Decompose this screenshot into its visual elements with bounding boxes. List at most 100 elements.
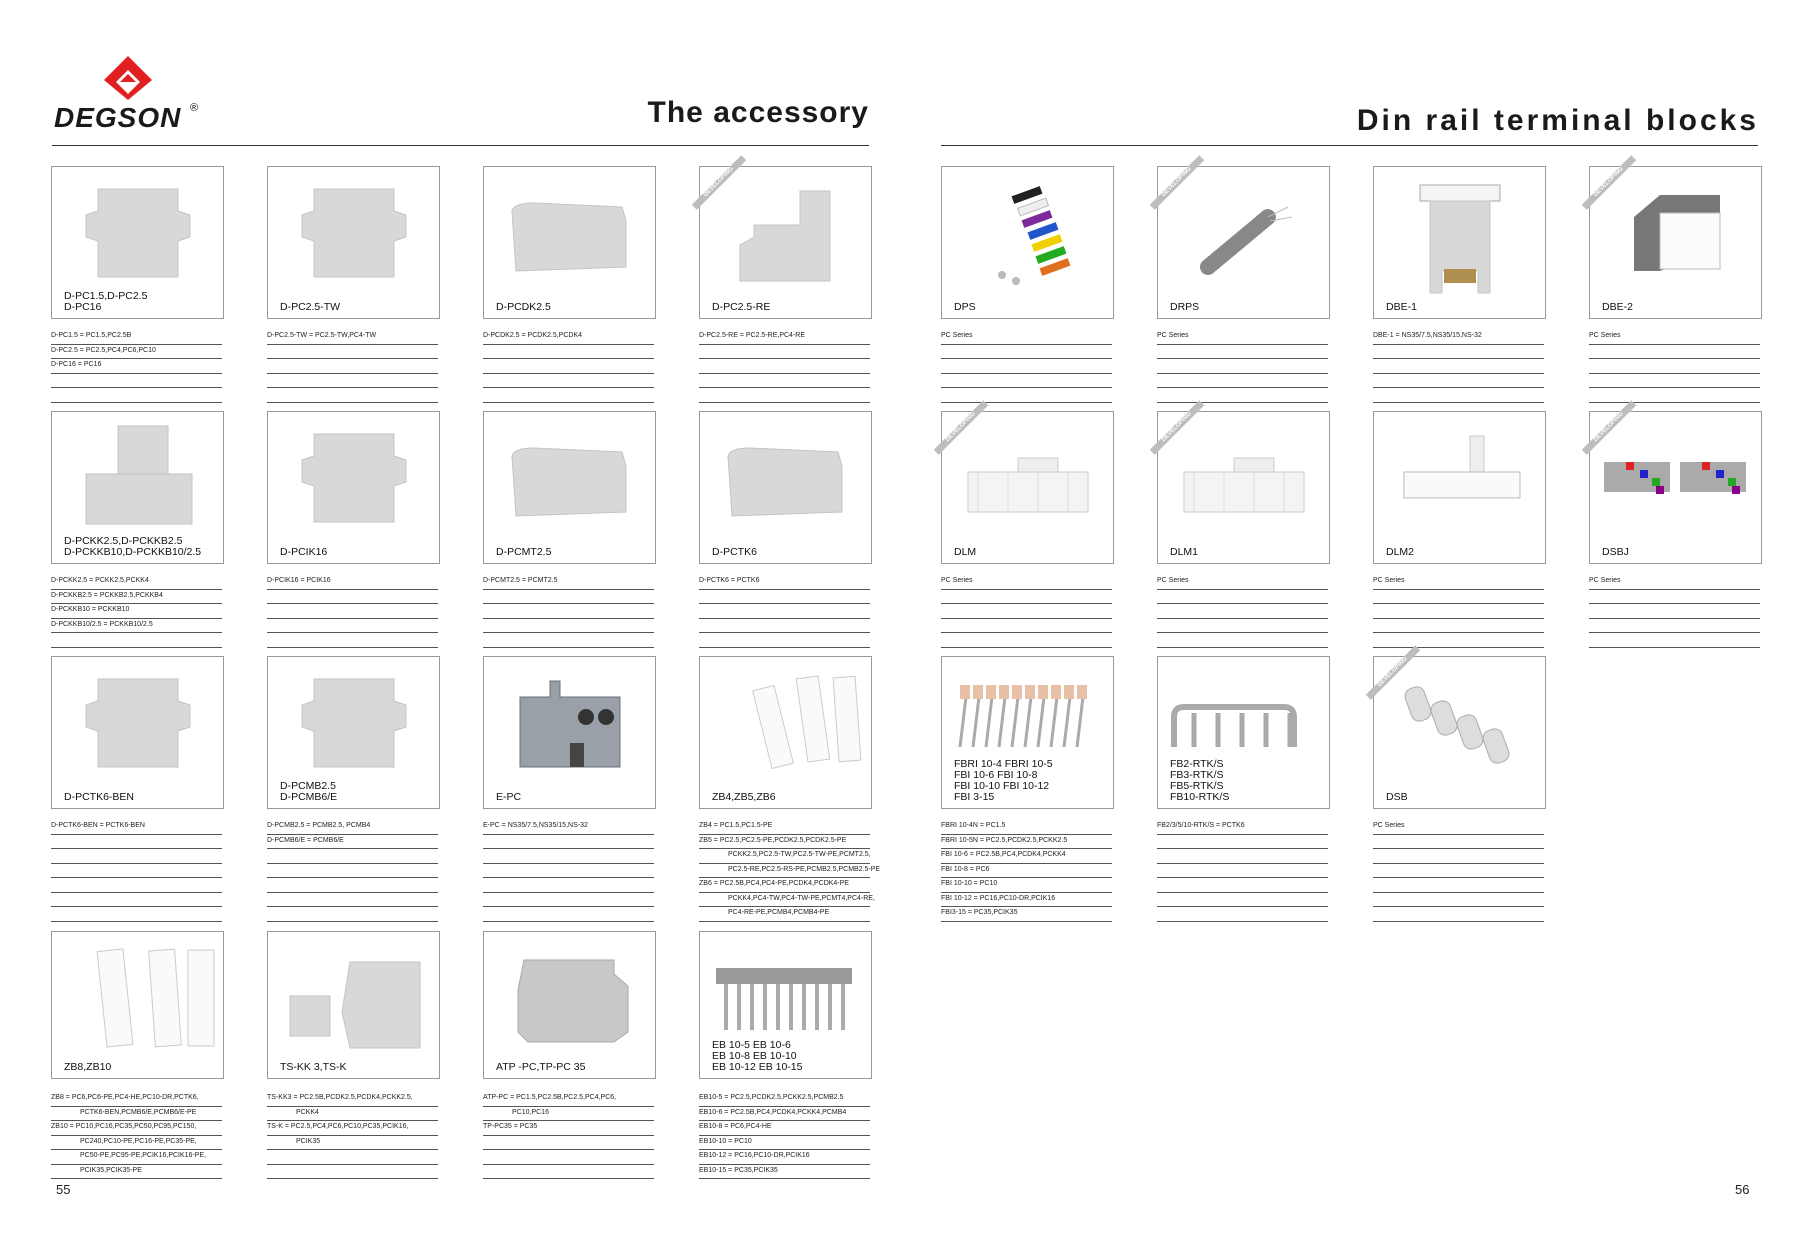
compatibility-line (267, 1165, 438, 1179)
product-card-zb4-zb5-zb6: ZB4,ZB5,ZB6 (699, 656, 872, 809)
product-card-fbri-fbi: FBRI 10-4 FBRI 10-5 FBI 10-6 FBI 10-8 FB… (941, 656, 1114, 809)
compatibility-line (941, 633, 1112, 648)
product-card-e-pc: E-PC (483, 656, 656, 809)
product-label: E-PC (496, 791, 522, 803)
compatibility-line: D-PC2.5-RE = PC2.5-RE,PC4-RE (699, 330, 870, 345)
compatibility-line (267, 345, 438, 359)
compatibility-line (483, 1150, 654, 1165)
product-card-d-pckk2-5: D-PCKK2.5,D-PCKKB2.5 D-PCKKB10,D-PCKKB10… (51, 411, 224, 564)
compatibility-list: PC Series (1157, 575, 1328, 648)
compatibility-line: PC50-PE,PC95-PE,PCIK16,PCIK16-PE, (51, 1150, 222, 1165)
product-image (1404, 686, 1510, 764)
compatibility-line: ATP-PC = PC1.5,PC2.5B,PC2.5,PC4,PC6, (483, 1092, 654, 1107)
product-card-atp-pc: ATP -PC,TP-PC 35 (483, 931, 656, 1079)
compatibility-line (483, 878, 654, 893)
compatibility-list: D-PCIK16 = PCIK16 (267, 575, 438, 648)
compatibility-list: ATP-PC = PC1.5,PC2.5B,PC2.5,PC4,PC6,PC10… (483, 1092, 654, 1179)
compatibility-list: PC Series (1373, 820, 1544, 922)
product-image (301, 433, 407, 523)
product-image (511, 447, 627, 517)
compatibility-line (267, 864, 438, 878)
compatibility-line (699, 359, 870, 374)
product-label: D-PCMB2.5 D-PCMB6/E (280, 780, 338, 803)
compatibility-line: PC Series (941, 330, 1112, 345)
registered-mark: ® (190, 102, 199, 114)
compatibility-line (51, 374, 222, 388)
product-image (1419, 184, 1501, 294)
compatibility-line: PC Series (941, 575, 1112, 590)
compatibility-line: ZB5 = PC2.5,PC2.5-PE,PCDK2.5,PCDK2.5-PE (699, 835, 870, 849)
compatibility-line: PC Series (1589, 575, 1760, 590)
compatibility-line: D-PCIK16 = PCIK16 (267, 575, 438, 590)
compatibility-line: D-PCMT2.5 = PCMT2.5 (483, 575, 654, 590)
compatibility-line (483, 907, 654, 922)
compatibility-line (1157, 849, 1328, 864)
compatibility-line (267, 633, 438, 648)
compatibility-line: D-PCDK2.5 = PCDK2.5,PCDK4 (483, 330, 654, 345)
compatibility-list: TS-KK3 = PC2.5B,PCDK2.5,PCDK4,PCKK2.5,PC… (267, 1092, 438, 1179)
compatibility-line (483, 388, 654, 403)
compatibility-line (1373, 388, 1544, 403)
compatibility-line: FB2/3/5/10-RTK/S = PCTK6 (1157, 820, 1328, 835)
compatibility-line (1373, 864, 1544, 878)
compatibility-line (1589, 633, 1760, 648)
product-label: DBE-1 (1386, 301, 1417, 313)
compatibility-line (267, 374, 438, 388)
compatibility-line: D-PCTK6-BEN = PCTK6-BEN (51, 820, 222, 835)
compatibility-line (1373, 878, 1544, 893)
product-label: D-PCIK16 (280, 546, 328, 558)
compatibility-line: ZB4 = PC1.5,PC1.5-PE (699, 820, 870, 835)
compatibility-line: FBRI 10-4N = PC1.5 (941, 820, 1112, 835)
compatibility-line (1157, 590, 1328, 604)
product-card-d-pcmt2-5: D-PCMT2.5 (483, 411, 656, 564)
compatibility-line: E-PC = NS35/7.5,NS35/15,NS-32 (483, 820, 654, 835)
compatibility-line (51, 835, 222, 849)
product-label: D-PCTK6-BEN (64, 791, 135, 803)
product-image (716, 968, 852, 1030)
compatibility-line: FBI 10-10 = PC10 (941, 878, 1112, 893)
compatibility-line: D-PC1.5 = PC1.5,PC2.5B (51, 330, 222, 345)
compatibility-line (267, 604, 438, 619)
compatibility-line (267, 359, 438, 374)
compatibility-line (483, 1136, 654, 1150)
product-label: D-PCTK6 (712, 546, 757, 558)
compatibility-line: DBE-1 = NS35/7.5,NS35/15,NS-32 (1373, 330, 1544, 345)
compatibility-line (51, 388, 222, 403)
compatibility-line: PC Series (1157, 575, 1328, 590)
compatibility-line (51, 849, 222, 864)
compatibility-line: PC Series (1373, 575, 1544, 590)
ribbon-text: DEVELOPING (1365, 645, 1421, 700)
compatibility-line: FBI 10-8 = PC6 (941, 864, 1112, 878)
compatibility-list: D-PC2.5-TW = PC2.5-TW,PC4-TW (267, 330, 438, 403)
compatibility-line: EB10-6 = PC2.5B,PC4,PCDK4,PCKK4,PCMB4 (699, 1107, 870, 1121)
compatibility-line: FBI3-15 = PC35,PCIK35 (941, 907, 1112, 922)
brand-name: DEGSON (54, 102, 182, 133)
product-label: FB2-RTK/S FB3-RTK/S FB5-RTK/S FB10-RTK/S (1170, 758, 1230, 803)
product-card-d-pcmb2-5: D-PCMB2.5 D-PCMB6/E (267, 656, 440, 809)
product-label: DLM2 (1386, 546, 1415, 558)
product-label: ATP -PC,TP-PC 35 (496, 1061, 586, 1073)
compatibility-line (1589, 604, 1760, 619)
compatibility-line (1157, 633, 1328, 648)
compatibility-line (483, 1165, 654, 1179)
product-image (85, 188, 191, 278)
product-image (517, 959, 629, 1043)
compatibility-line (51, 907, 222, 922)
compatibility-line (1157, 388, 1328, 403)
compatibility-line (483, 864, 654, 878)
product-image (958, 685, 1087, 748)
product-label: DLM (954, 546, 977, 558)
compatibility-line: D-PCMB6/E = PCMB6/E (267, 835, 438, 849)
product-card-eb-10: EB 10-5 EB 10-6 EB 10-8 EB 10-10 EB 10-1… (699, 931, 872, 1079)
compatibility-line: EB10-12 = PC16,PC10-DR,PCIK16 (699, 1150, 870, 1165)
compatibility-line: PC10,PC16 (483, 1107, 654, 1121)
compatibility-line: D-PC16 = PC16 (51, 359, 222, 374)
product-card-d-pcik16: D-PCIK16 (267, 411, 440, 564)
compatibility-line: PCKK4,PC4-TW,PC4-TW-PE,PCMT4,PC4-RE, (699, 893, 875, 907)
compatibility-line (483, 849, 654, 864)
product-label: EB 10-5 EB 10-6 EB 10-8 EB 10-10 EB 10-1… (712, 1039, 803, 1073)
ribbon-text: DEVELOPING (691, 155, 747, 210)
